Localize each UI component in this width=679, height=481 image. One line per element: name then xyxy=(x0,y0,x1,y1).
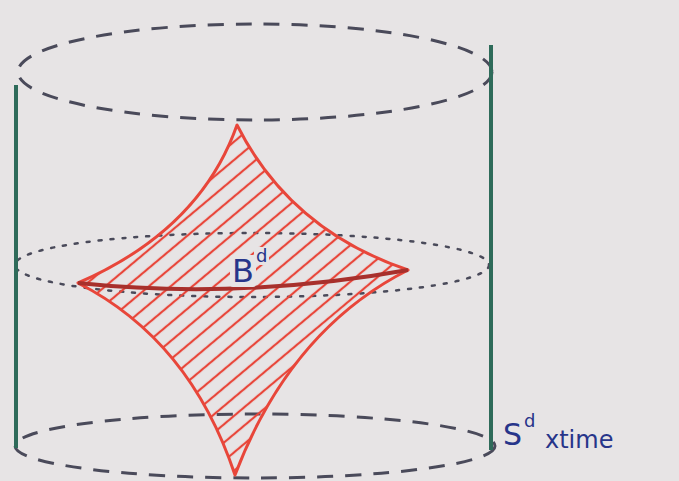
time-label: xtime xyxy=(545,428,613,452)
causal-diamond xyxy=(78,125,408,475)
sphere-label: S xyxy=(503,420,522,450)
diamond-hatching xyxy=(60,110,430,481)
top-ellipse xyxy=(18,24,492,120)
ball-label: B xyxy=(230,255,256,287)
dimension-superscript: d xyxy=(254,247,269,265)
cylinder-side xyxy=(489,45,493,450)
dimension-superscript: d xyxy=(524,412,535,430)
cylinder-side xyxy=(14,85,18,448)
